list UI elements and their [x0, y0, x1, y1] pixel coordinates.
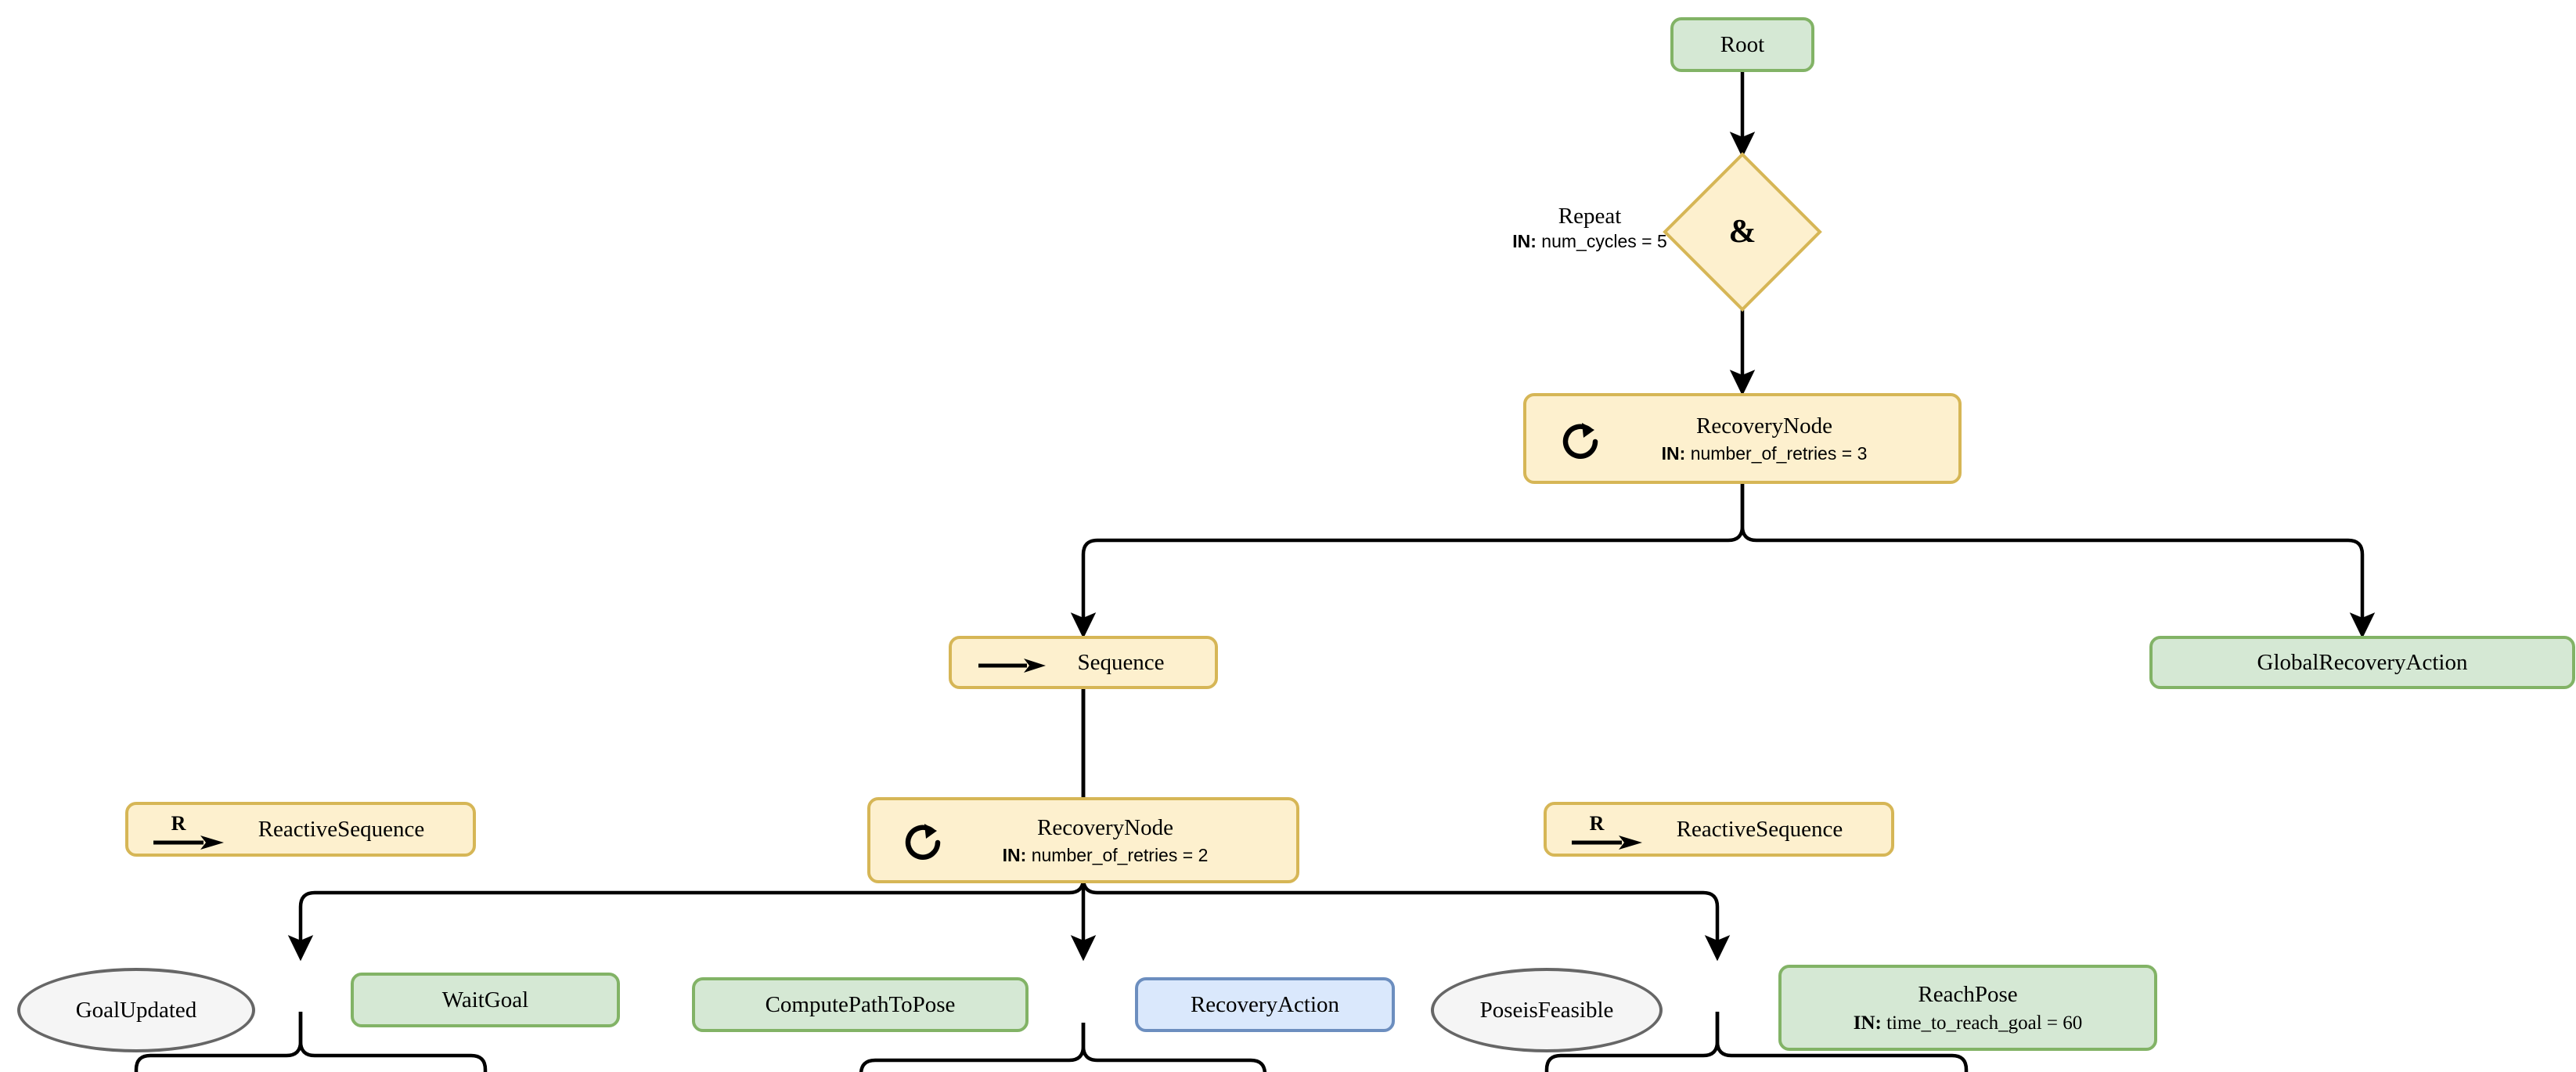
edge-recoverytop-to-sequence	[1070, 484, 1745, 639]
svg-text:R: R	[1590, 812, 1605, 835]
node-reach-pose-port-key: IN:	[1853, 1012, 1882, 1034]
node-reach-pose[interactable]: ReachPose IN: time_to_reach_goal = 60	[1778, 965, 2157, 1051]
svg-text:R: R	[171, 812, 186, 835]
node-reach-pose-title: ReachPose	[1918, 981, 2018, 1007]
node-reactive-sequence-left-title: ReactiveSequence	[258, 816, 425, 842]
node-compute-path-to-pose[interactable]: ComputePathToPose	[692, 977, 1029, 1032]
node-recovery-mid-title: RecoveryNode	[1037, 814, 1173, 840]
node-recovery-mid-text: RecoveryNode IN: number_of_retries = 2	[1003, 814, 1209, 866]
node-recovery-top-title: RecoveryNode	[1696, 413, 1832, 439]
node-root-title: Root	[1720, 31, 1765, 57]
node-recovery-top-port-value: number_of_retries = 3	[1690, 443, 1868, 464]
node-root[interactable]: Root	[1670, 17, 1814, 72]
node-recovery-mid-port-key: IN:	[1002, 845, 1027, 866]
node-recovery-mid-port-value: number_of_retries = 2	[1031, 845, 1209, 866]
node-reactive-sequence-left[interactable]: R ReactiveSequence	[125, 802, 476, 857]
node-global-recovery-action[interactable]: GlobalRecoveryAction	[2149, 636, 2575, 689]
node-recovery-top-text: RecoveryNode IN: number_of_retries = 3	[1662, 413, 1868, 464]
repeat-decorator-label: Repeat IN: num_cycles = 5	[1437, 202, 1742, 253]
node-recovery-action[interactable]: RecoveryAction	[1135, 977, 1395, 1032]
node-goal-updated-title: GoalUpdated	[75, 997, 197, 1023]
reactive-arrow-icon: R	[1570, 811, 1648, 858]
node-recovery-top[interactable]: RecoveryNode IN: number_of_retries = 3	[1523, 393, 1962, 484]
node-recovery-top-port: IN: number_of_retries = 3	[1662, 443, 1868, 464]
node-reactive-sequence-right[interactable]: R ReactiveSequence	[1544, 802, 1894, 857]
repeat-port-value: num_cycles = 5	[1541, 231, 1667, 252]
node-sequence[interactable]: Sequence	[949, 636, 1218, 689]
ampersand-glyph: &	[1728, 214, 1756, 250]
node-sequence-title: Sequence	[1077, 649, 1165, 675]
node-reach-pose-port-value: time_to_reach_goal = 60	[1886, 1012, 2083, 1034]
repeat-label-name: Repeat	[1558, 204, 1622, 229]
node-wait-goal[interactable]: WaitGoal	[351, 973, 620, 1027]
node-pose-is-feasible[interactable]: PoseisFeasible	[1431, 968, 1663, 1052]
reactive-arrow-icon: R	[152, 811, 230, 858]
node-wait-goal-title: WaitGoal	[441, 987, 529, 1012]
node-recovery-top-port-key: IN:	[1661, 443, 1686, 464]
node-recovery-mid-port: IN: number_of_retries = 2	[1003, 845, 1209, 866]
right-arrow-icon	[977, 656, 1049, 680]
repeat-port-key: IN:	[1512, 231, 1537, 252]
retry-arrow-icon	[1558, 418, 1606, 471]
node-global-recovery-action-title: GlobalRecoveryAction	[2257, 649, 2468, 675]
node-compute-path-to-pose-title: ComputePathToPose	[765, 991, 956, 1017]
node-reach-pose-port: IN: time_to_reach_goal = 60	[1854, 1012, 2083, 1035]
node-recovery-mid[interactable]: RecoveryNode IN: number_of_retries = 2	[867, 797, 1299, 883]
node-goal-updated[interactable]: GoalUpdated	[17, 968, 255, 1052]
retry-arrow-icon	[900, 819, 949, 872]
node-repeat-decorator[interactable]: &	[1663, 152, 1822, 312]
node-reactive-sequence-right-title: ReactiveSequence	[1676, 816, 1843, 842]
node-recovery-action-title: RecoveryAction	[1190, 991, 1340, 1017]
edge-recoverytop-to-globalrecovery	[1740, 484, 2376, 639]
node-pose-is-feasible-title: PoseisFeasible	[1479, 997, 1614, 1023]
repeat-label-port: IN: num_cycles = 5	[1437, 230, 1742, 253]
